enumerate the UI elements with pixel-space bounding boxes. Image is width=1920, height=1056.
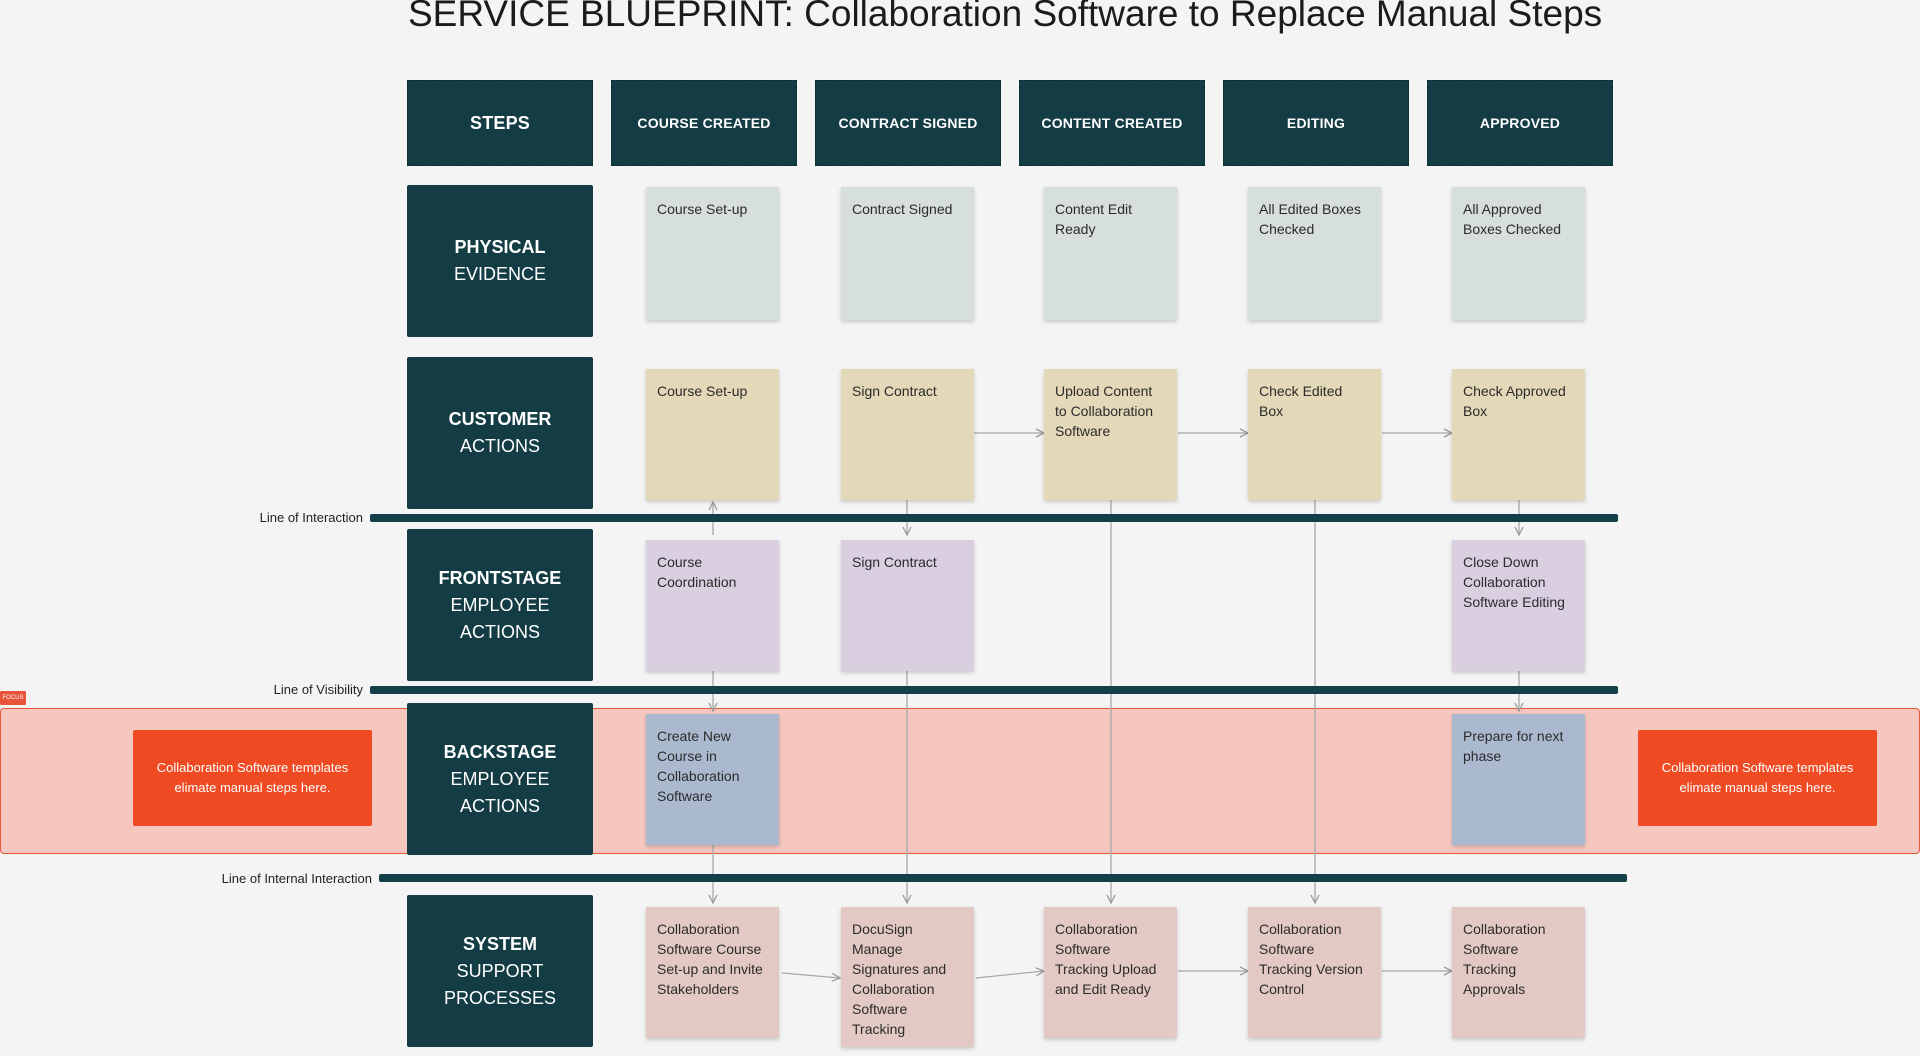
row-label-line-2: EMPLOYEE	[450, 768, 550, 789]
row-label-line-2: EMPLOYEE	[450, 594, 550, 615]
sticky-frontstage-2[interactable]: Sign Contract	[841, 540, 974, 671]
row-label-customer-actions: CUSTOMER ACTIONS	[407, 357, 593, 509]
sticky-physical-5[interactable]: All Approved Boxes Checked	[1452, 187, 1585, 320]
sticky-customer-5[interactable]: Check Approved Box	[1452, 369, 1585, 500]
sticky-customer-1[interactable]: Course Set-up	[646, 369, 779, 500]
header-step-2: CONTRACT SIGNED	[815, 80, 1001, 166]
sticky-frontstage-1[interactable]: Course Coordination	[646, 540, 779, 671]
header-step-4: EDITING	[1223, 80, 1409, 166]
row-label-line-3: PROCESSES	[443, 987, 557, 1008]
header-step-1: COURSE CREATED	[611, 80, 797, 166]
row-label-line-1: FRONTSTAGE	[438, 567, 562, 588]
line-of-visibility-label: Line of Visibility	[273, 682, 363, 697]
header-steps: STEPS	[407, 80, 593, 166]
sticky-physical-3[interactable]: Content Edit Ready	[1044, 187, 1177, 320]
row-label-backstage: BACKSTAGE EMPLOYEE ACTIONS	[407, 703, 593, 855]
arrow-sys1-to-sys2	[781, 972, 840, 978]
diagram-title: SERVICE BLUEPRINT: Collaboration Softwar…	[408, 0, 1603, 34]
sticky-customer-3[interactable]: Upload Content to Collaboration Software	[1044, 369, 1177, 500]
sticky-physical-1[interactable]: Course Set-up	[646, 187, 779, 320]
row-label-line-2: SUPPORT	[456, 960, 544, 981]
row-label-line-1: CUSTOMER	[448, 409, 552, 429]
sticky-frontstage-5[interactable]: Close Down Collaboration Software Editin…	[1452, 540, 1585, 671]
line-of-interaction-label: Line of Interaction	[259, 510, 363, 525]
line-of-internal-interaction-label: Line of Internal Interaction	[221, 871, 372, 886]
row-label-line-1: SYSTEM	[462, 933, 537, 954]
row-label-system-support: SYSTEM SUPPORT PROCESSES	[407, 895, 593, 1047]
arrow-sys2-to-sys3	[975, 971, 1044, 979]
sticky-system-1[interactable]: Collaboration Software Course Set-up and…	[646, 907, 779, 1038]
sticky-physical-2[interactable]: Contract Signed	[841, 187, 974, 320]
row-label-line-2: ACTIONS	[459, 436, 540, 456]
header-step-3: CONTENT CREATED	[1019, 80, 1205, 166]
row-label-line-1: BACKSTAGE	[443, 741, 557, 762]
sticky-system-4[interactable]: Collaboration Software Tracking Version …	[1248, 907, 1381, 1038]
row-label-line-3: ACTIONS	[459, 795, 540, 816]
sticky-customer-2[interactable]: Sign Contract	[841, 369, 974, 500]
row-label-line-1: PHYSICAL	[454, 237, 546, 257]
sticky-system-3[interactable]: Collaboration Software Tracking Upload a…	[1044, 907, 1177, 1038]
sticky-backstage-5[interactable]: Prepare for next phase	[1452, 714, 1585, 845]
sticky-physical-4[interactable]: All Edited Boxes Checked	[1248, 187, 1381, 320]
focus-tag: FOCUS	[0, 691, 26, 705]
row-label-line-2: EVIDENCE	[453, 264, 547, 284]
sticky-backstage-1[interactable]: Create New Course in Collaboration Softw…	[646, 714, 779, 845]
row-label-frontstage: FRONTSTAGE EMPLOYEE ACTIONS	[407, 529, 593, 681]
line-of-interaction[interactable]	[370, 514, 1618, 522]
sticky-system-5[interactable]: Collaboration Software Tracking Approval…	[1452, 907, 1585, 1038]
callout-right[interactable]: Collaboration Software templates elimate…	[1638, 730, 1877, 826]
sticky-system-2[interactable]: DocuSign Manage Signatures and Collabora…	[841, 907, 974, 1047]
row-label-physical-evidence: PHYSICAL EVIDENCE	[407, 185, 593, 337]
sticky-customer-4[interactable]: Check Edited Box	[1248, 369, 1381, 500]
callout-left[interactable]: Collaboration Software templates elimate…	[133, 730, 372, 826]
header-step-5: APPROVED	[1427, 80, 1613, 166]
line-of-internal-interaction[interactable]	[379, 874, 1627, 882]
line-of-visibility[interactable]	[370, 686, 1618, 694]
row-label-line-3: ACTIONS	[459, 621, 540, 642]
